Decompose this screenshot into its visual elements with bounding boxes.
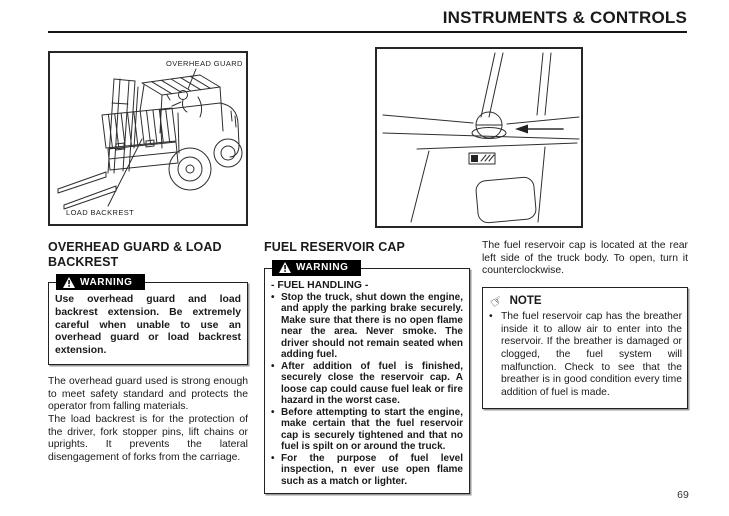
forklift-figure: OVERHEAD GUARD LOAD BACKREST (48, 51, 248, 226)
figure-label-overhead-guard: OVERHEAD GUARD (166, 59, 243, 68)
bullet-text: After addition of fuel is finished, secu… (281, 360, 463, 407)
paragraph: The load backrest is for the protection … (48, 414, 248, 464)
forklift-illustration (57, 68, 243, 210)
warning-box-overhead-guard: WARNING Use overhead guard and load back… (48, 274, 248, 365)
note-bullet-item: • The fuel reservoir cap has the breathe… (489, 311, 682, 400)
note-label: NOTE (509, 295, 542, 308)
warning-bullet-item: • Before attempting to start the engine,… (271, 407, 463, 453)
warning-subheading: - FUEL HANDLING - (271, 279, 369, 291)
note-box: ☞ NOTE • The fuel reservoir cap has the … (482, 287, 688, 409)
middle-column: FUEL RESERVOIR CAP WARNING - FUEL HANDLI… (264, 238, 470, 494)
warning-tag: WARNING (272, 259, 361, 276)
right-column: The fuel reservoir cap is located at the… (482, 238, 688, 409)
section-heading-overhead-guard: OVERHEAD GUARD & LOAD BACKREST (48, 240, 222, 269)
bullet-text: Stop the truck, shut down the engine, an… (281, 291, 463, 361)
warning-bullet-item: • For the purpose of fuel level inspecti… (271, 453, 463, 488)
warning-text: Use overhead guard and load backrest ext… (55, 294, 241, 357)
bullet-marker: • (271, 360, 275, 372)
warning-triangle-icon (279, 262, 291, 273)
warning-tag: WARNING (56, 274, 145, 290)
bullet-marker: • (271, 452, 275, 464)
note-header: ☞ NOTE (486, 290, 682, 312)
header-rule (48, 31, 687, 33)
bullet-text: The fuel reservoir cap has the breather … (501, 311, 682, 398)
page-number: 69 (677, 489, 689, 501)
bullet-marker: • (271, 291, 275, 303)
fuel-cap-illustration (382, 52, 580, 224)
bullet-text: For the purpose of fuel level inspection… (281, 452, 463, 487)
section-heading-fuel-reservoir-cap: FUEL RESERVOIR CAP (264, 240, 405, 254)
warning-triangle-icon (63, 276, 75, 288)
pointing-hand-icon: ☞ (486, 290, 507, 312)
paragraph: The overhead guard used is strong enough… (48, 375, 248, 413)
paragraph: The fuel reservoir cap is located at the… (482, 240, 688, 277)
warning-tag-label: WARNING (296, 262, 349, 273)
bullet-text: Before attempting to start the engine, m… (281, 406, 463, 453)
bullet-marker: • (271, 406, 275, 418)
fuel-cap-figure (375, 47, 583, 228)
bullet-marker: • (489, 311, 493, 323)
warning-tag-label: WARNING (80, 276, 133, 288)
page-title: INSTRUMENTS & CONTROLS (442, 8, 687, 27)
warning-bullet-item: • Stop the truck, shut down the engine, … (271, 292, 463, 361)
left-column: OVERHEAD GUARD & LOAD BACKREST WARNING U… (48, 238, 248, 465)
figure-label-load-backrest: LOAD BACKREST (66, 208, 135, 217)
warning-box-fuel-handling: WARNING - FUEL HANDLING - • Stop the tru… (264, 259, 470, 494)
warning-bullet-item: • After addition of fuel is finished, se… (271, 361, 463, 407)
